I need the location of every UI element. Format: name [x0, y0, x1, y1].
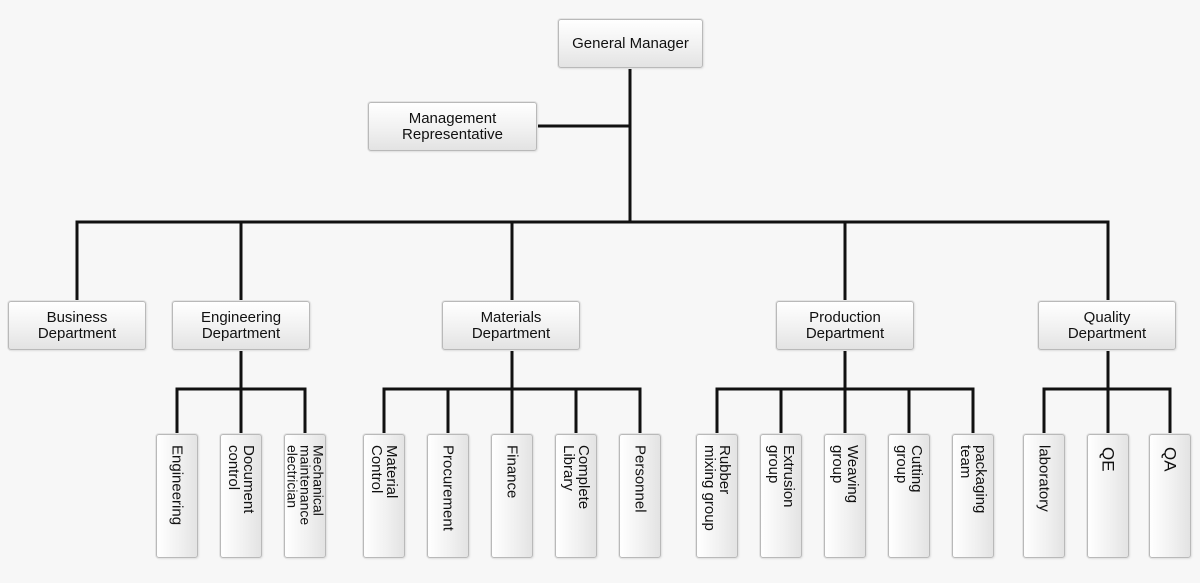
- dept-label-line1: Quality: [1083, 308, 1131, 326]
- unit-label: laboratory: [1035, 445, 1053, 512]
- dept-label-line2: Department: [805, 324, 885, 342]
- dept-label-line2: Department: [1067, 324, 1147, 342]
- unit-engineering: Engineering: [156, 434, 198, 558]
- unit-label: Rubber mixing group: [701, 445, 733, 531]
- dept-label-line2: Department: [471, 324, 551, 342]
- unit-label: Material Control: [368, 445, 400, 499]
- unit-complete-library: Complete Library: [555, 434, 597, 558]
- dept-label-line1: Engineering: [200, 308, 282, 326]
- unit-laboratory: laboratory: [1023, 434, 1065, 558]
- unit-label: QE: [1098, 447, 1118, 472]
- dept-label-line2: Department: [37, 324, 117, 342]
- unit-label: Mechanical maintenance electrician: [284, 445, 327, 526]
- production-department-box: Production Department: [776, 301, 914, 350]
- dept-label-line2: Department: [201, 324, 281, 342]
- unit-label: Cutting group: [893, 445, 925, 493]
- unit-label: Procurement: [439, 445, 457, 531]
- unit-label: Personnel: [631, 445, 649, 513]
- unit-weaving-group: Weaving group: [824, 434, 866, 558]
- quality-department-box: Quality Department: [1038, 301, 1176, 350]
- unit-personnel: Personnel: [619, 434, 661, 558]
- unit-label: QA: [1160, 447, 1180, 472]
- unit-label: Engineering: [168, 445, 186, 526]
- management-rep-line2: Representative: [402, 125, 503, 143]
- unit-label: packaging team: [957, 445, 989, 514]
- general-manager-box: General Manager: [558, 19, 703, 68]
- unit-label: Complete Library: [560, 445, 592, 510]
- unit-label: Weaving group: [829, 445, 861, 504]
- unit-extrusion-group: Extrusion group: [760, 434, 802, 558]
- unit-label: Document control: [225, 445, 257, 514]
- dept-label-line1: Business: [46, 308, 108, 326]
- unit-qa: QA: [1149, 434, 1191, 558]
- business-department-box: Business Department: [8, 301, 146, 350]
- unit-mechanical-maintenance: Mechanical maintenance electrician: [284, 434, 327, 558]
- general-manager-label: General Manager: [572, 34, 689, 52]
- unit-rubber-mixing-group: Rubber mixing group: [696, 434, 738, 558]
- unit-label: Extrusion group: [765, 445, 797, 508]
- materials-department-box: Materials Department: [442, 301, 580, 350]
- unit-finance: Finance: [491, 434, 533, 558]
- dept-label-line1: Materials: [480, 308, 542, 326]
- unit-packaging-team: packaging team: [952, 434, 994, 558]
- engineering-department-box: Engineering Department: [172, 301, 310, 350]
- unit-qe: QE: [1087, 434, 1129, 558]
- unit-label: Finance: [503, 445, 521, 499]
- management-representative-box: Management Representative: [368, 102, 537, 151]
- dept-label-line1: Production: [809, 308, 881, 326]
- unit-cutting-group: Cutting group: [888, 434, 930, 558]
- unit-procurement: Procurement: [427, 434, 469, 558]
- management-rep-line1: Management: [408, 109, 497, 127]
- unit-material-control: Material Control: [363, 434, 405, 558]
- unit-document-control: Document control: [220, 434, 262, 558]
